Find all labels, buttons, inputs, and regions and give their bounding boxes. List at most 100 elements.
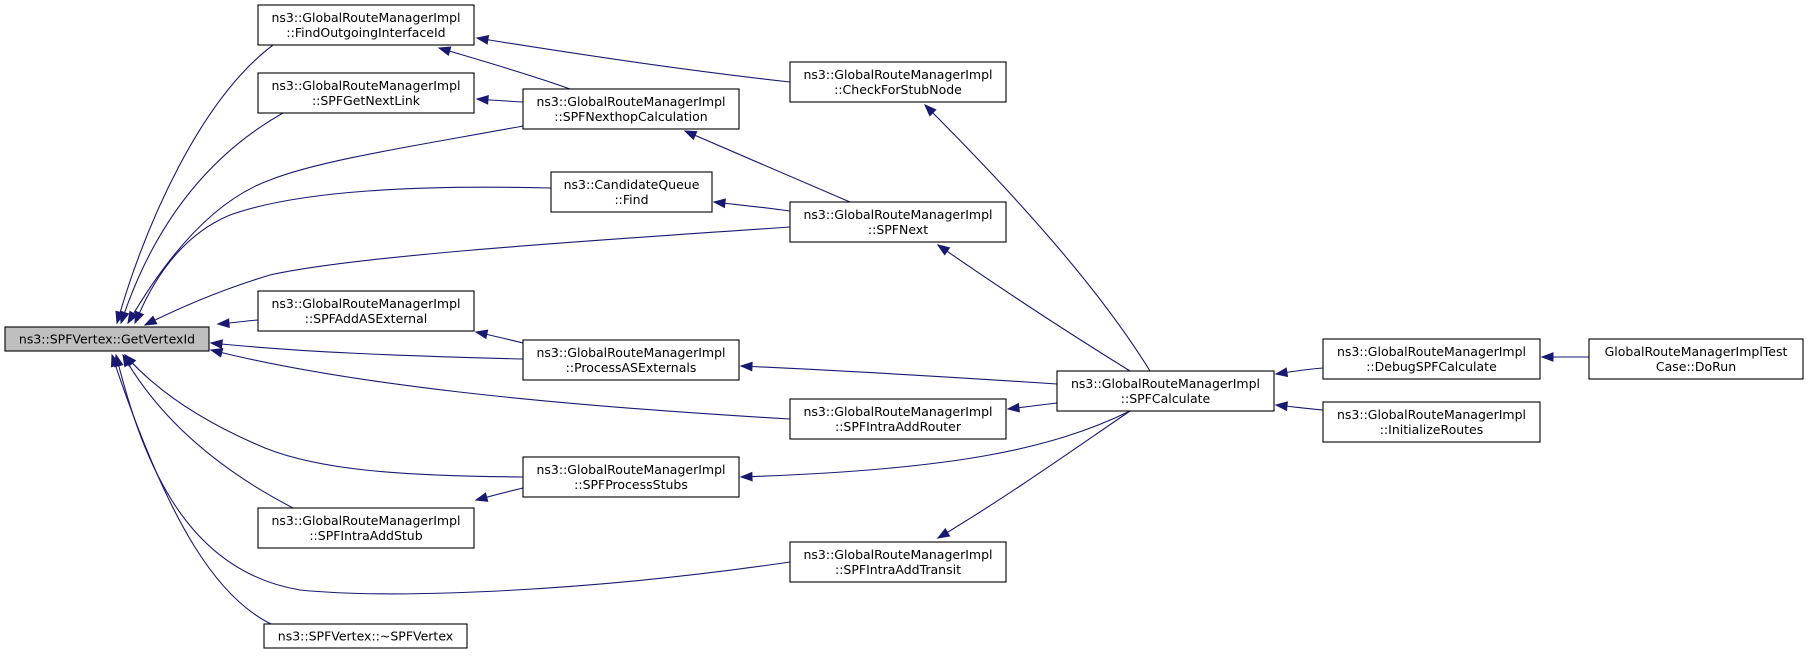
- edge-line: [134, 186, 552, 324]
- edge-spfnext-to-root: [143, 226, 791, 326]
- edge-calc-to-router: [1006, 402, 1058, 413]
- edge-line: [124, 354, 524, 478]
- node-procstubs[interactable]: ns3::GlobalRouteManagerImpl::SPFProcessS…: [522, 456, 740, 498]
- node-box: [257, 72, 475, 114]
- arrowhead: [924, 104, 937, 117]
- edge-line: [127, 125, 524, 324]
- node-label: ::SPFNexthopCalculation: [554, 109, 707, 124]
- edge-cqfind-to-root: [134, 186, 552, 325]
- edge-line: [116, 44, 274, 324]
- node-box: [789, 541, 1007, 583]
- edge-line: [937, 410, 1131, 539]
- node-label: ::SPFNext: [868, 222, 928, 237]
- edge-spfnext-to-cqfind: [712, 198, 791, 212]
- edge-line: [476, 37, 791, 83]
- node-cqfind[interactable]: ns3::CandidateQueue::Find: [550, 171, 713, 213]
- node-label: ns3::GlobalRouteManagerImpl: [536, 345, 725, 360]
- node-box: [4, 326, 210, 352]
- arrowhead: [216, 318, 230, 329]
- node-box: [257, 507, 475, 549]
- edge-procas-to-root: [209, 339, 524, 360]
- node-root[interactable]: ns3::SPFVertex::GetVertexId: [4, 326, 210, 352]
- arrowhead: [437, 46, 452, 56]
- edge-calc-to-procas: [739, 361, 1058, 385]
- node-label: ns3::GlobalRouteManagerImpl: [271, 296, 460, 311]
- node-label: ns3::GlobalRouteManagerImpl: [271, 10, 460, 25]
- node-label: ::SPFProcessStubs: [574, 477, 688, 492]
- node-box: [1322, 338, 1541, 380]
- node-calc[interactable]: ns3::GlobalRouteManagerImpl::SPFCalculat…: [1056, 370, 1275, 412]
- edge-line: [438, 47, 571, 90]
- node-label: ns3::SPFVertex::GetVertexId: [19, 332, 195, 347]
- node-label: ns3::GlobalRouteManagerImpl: [1337, 344, 1526, 359]
- node-spfnext[interactable]: ns3::GlobalRouteManagerImpl::SPFNext: [789, 201, 1007, 243]
- node-debug[interactable]: ns3::GlobalRouteManagerImpl::DebugSPFCal…: [1322, 338, 1541, 380]
- node-init[interactable]: ns3::GlobalRouteManagerImpl::InitializeR…: [1322, 401, 1541, 443]
- node-label: ns3::GlobalRouteManagerImpl: [1071, 376, 1260, 391]
- node-label: ::FindOutgoingInterfaceId: [286, 25, 445, 40]
- node-label: GlobalRouteManagerImplTest: [1605, 344, 1788, 359]
- arrowhead: [1540, 352, 1554, 362]
- node-box: [522, 339, 740, 381]
- node-label: ::InitializeRoutes: [1380, 422, 1484, 437]
- node-dtor[interactable]: ns3::SPFVertex::~SPFVertex: [263, 623, 468, 649]
- node-label: ns3::GlobalRouteManagerImpl: [803, 207, 992, 222]
- node-findout[interactable]: ns3::GlobalRouteManagerImpl::FindOutgoin…: [257, 4, 475, 46]
- edge-line: [740, 365, 1058, 385]
- node-addstub[interactable]: ns3::GlobalRouteManagerImpl::SPFIntraAdd…: [257, 507, 475, 549]
- node-transit[interactable]: ns3::GlobalRouteManagerImpl::SPFIntraAdd…: [789, 541, 1007, 583]
- node-label: ::ProcessASExternals: [566, 360, 697, 375]
- node-stubnode[interactable]: ns3::GlobalRouteManagerImpl::CheckForStu…: [789, 61, 1007, 103]
- edge-calc-to-transit: [936, 410, 1131, 539]
- arrowhead: [110, 353, 121, 368]
- node-asext[interactable]: ns3::GlobalRouteManagerImpl::SPFAddASExt…: [257, 290, 475, 332]
- node-label: ::SPFIntraAddStub: [309, 528, 422, 543]
- node-label: ns3::GlobalRouteManagerImpl: [271, 513, 460, 528]
- edge-line: [144, 226, 791, 326]
- node-box: [522, 88, 740, 130]
- arrowhead: [134, 310, 145, 325]
- edge-spfnext-to-nexthop: [683, 130, 851, 203]
- arrowhead: [209, 339, 223, 350]
- edge-line: [111, 354, 274, 626]
- node-label: ns3::GlobalRouteManagerImpl: [803, 404, 992, 419]
- node-box: [789, 201, 1007, 243]
- edge-line: [120, 112, 284, 324]
- arrowhead: [1274, 401, 1288, 412]
- node-label: ns3::CandidateQueue: [564, 177, 700, 192]
- edge-dtor-to-root: [110, 353, 274, 626]
- arrowhead: [122, 353, 133, 368]
- node-router[interactable]: ns3::GlobalRouteManagerImpl::SPFIntraAdd…: [789, 398, 1007, 440]
- edge-line: [937, 244, 1131, 372]
- edge-dorun-to-debug: [1540, 352, 1589, 362]
- node-label: ::SPFGetNextLink: [312, 93, 421, 108]
- node-procas[interactable]: ns3::GlobalRouteManagerImpl::ProcessASEx…: [522, 339, 740, 381]
- edge-nexthop-to-getnext: [475, 94, 524, 105]
- edge-calc-to-stubnode: [924, 104, 1151, 372]
- node-box: [1056, 370, 1275, 412]
- node-label: ::CheckForStubNode: [834, 82, 962, 97]
- edge-procstubs-to-addstub: [474, 487, 524, 502]
- node-box: [522, 456, 740, 498]
- edge-procas-to-asext: [474, 329, 524, 344]
- node-getnext[interactable]: ns3::GlobalRouteManagerImpl::SPFGetNextL…: [257, 72, 475, 114]
- edge-stubnode-to-findout: [475, 34, 791, 83]
- node-box: [550, 171, 713, 213]
- arrowhead: [209, 348, 224, 358]
- node-box: [257, 4, 475, 46]
- node-box: [789, 61, 1007, 103]
- node-label: ns3::GlobalRouteManagerImpl: [1337, 407, 1526, 422]
- node-label: ::Find: [614, 192, 648, 207]
- node-label: ns3::GlobalRouteManagerImpl: [536, 94, 725, 109]
- edge-getnext-to-root: [119, 112, 284, 325]
- node-layer: ns3::SPFVertex::GetVertexIdns3::GlobalRo…: [4, 4, 1804, 649]
- edge-line: [684, 130, 851, 203]
- node-label: ns3::GlobalRouteManagerImpl: [803, 67, 992, 82]
- edge-asext-to-root: [216, 318, 259, 329]
- arrowhead: [683, 130, 698, 141]
- node-nexthop[interactable]: ns3::GlobalRouteManagerImpl::SPFNexthopC…: [522, 88, 740, 130]
- node-label: ns3::GlobalRouteManagerImpl: [803, 547, 992, 562]
- arrowhead: [739, 361, 753, 372]
